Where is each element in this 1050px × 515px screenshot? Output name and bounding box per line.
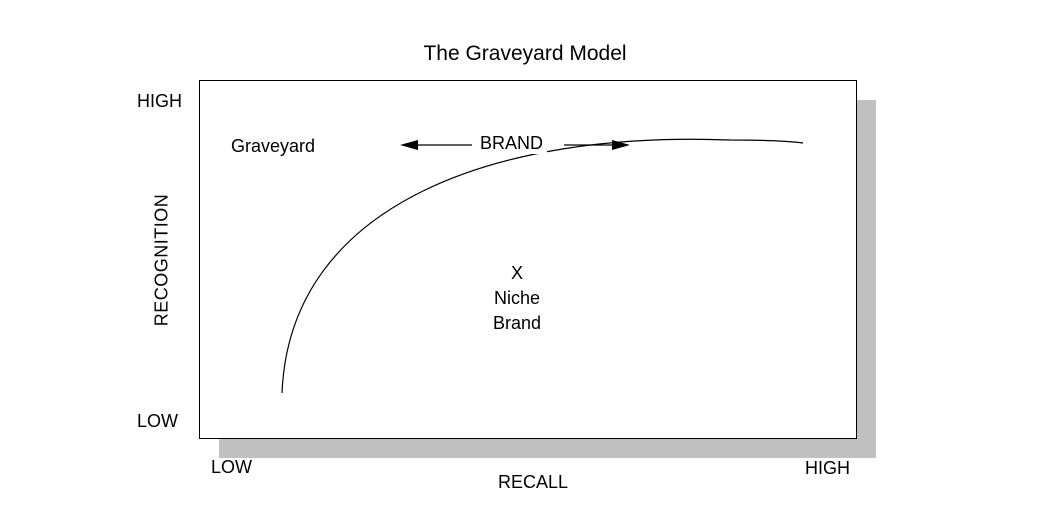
niche-label-line1: Niche <box>493 288 541 308</box>
y-axis-low-label: LOW <box>137 411 179 431</box>
x-axis-low-label: LOW <box>211 457 253 477</box>
brand-arrow-right-head <box>612 140 630 150</box>
x-axis-high-label: HIGH <box>805 458 850 478</box>
brand-arrow-left-head <box>400 140 418 150</box>
graveyard-label: Graveyard <box>231 136 316 156</box>
niche-marker: X <box>510 263 523 283</box>
y-axis-title: RECOGNITION <box>151 193 172 327</box>
x-axis-title: RECALL <box>498 472 569 492</box>
brand-label: BRAND <box>476 133 548 154</box>
niche-label-line2: Brand <box>492 313 542 333</box>
niche-brand-group: X Niche Brand <box>467 261 567 336</box>
diagram-title: The Graveyard Model <box>423 42 627 65</box>
y-axis-high-label: HIGH <box>137 91 182 111</box>
